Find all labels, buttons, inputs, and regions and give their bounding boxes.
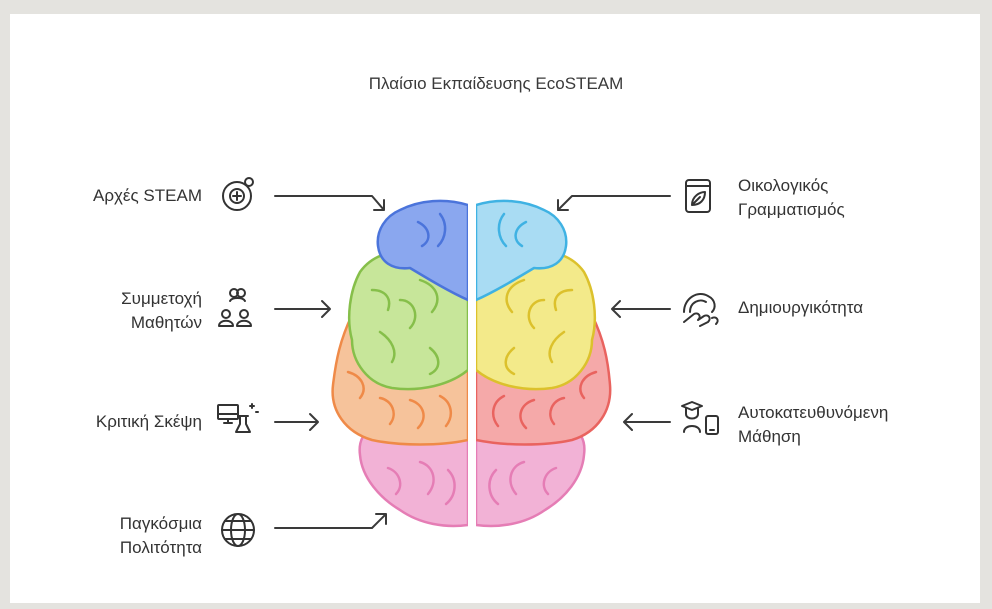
label-line: Συμμετοχή	[121, 289, 202, 308]
arrow-critical-thinking	[274, 413, 319, 431]
label-creativity: Δημιουργικότητα	[738, 296, 863, 320]
label-self-directed-learning: Αυτοκατευθυνόμενη Μάθηση	[738, 401, 888, 449]
label-line: Αρχές STEAM	[93, 186, 202, 205]
label-line: Γραμματισμός	[738, 200, 845, 219]
label-line: Πολιτότητα	[119, 538, 202, 557]
arrow-creativity	[611, 300, 671, 318]
label-student-participation: Συμμετοχή Μαθητών	[121, 287, 202, 335]
diagram-title: Πλαίσιο Εκπαίδευσης EcoSTEAM	[368, 74, 624, 93]
computer-flask-icon	[217, 403, 259, 433]
label-line: Κριτική Σκέψη	[95, 412, 202, 431]
steam-principles-icon	[222, 177, 254, 211]
students-icon	[218, 288, 252, 327]
eco-book-icon	[685, 179, 711, 213]
globe-icon	[221, 513, 255, 547]
label-eco-literacy: Οικολογικός Γραμματισμός	[738, 174, 845, 222]
label-global-citizenship: Παγκόσμια Πολιτότητα	[120, 512, 202, 560]
label-line: Δημιουργικότητα	[738, 298, 864, 317]
label-line: Μάθηση	[738, 427, 801, 446]
label-line: Αυτοκατευθυνόμενη	[738, 403, 889, 422]
label-line: Οικολογικός	[738, 176, 829, 195]
arrow-global-citizenship	[274, 513, 387, 529]
label-line: Παγκόσμια	[119, 514, 202, 533]
learner-device-icon	[681, 401, 719, 435]
arrow-eco-literacy	[557, 195, 671, 211]
arrow-self-directed-learning	[623, 413, 671, 431]
arrow-student-participation	[274, 300, 331, 318]
label-steam-principles: Αρχές STEAM	[93, 184, 202, 208]
rainbow-hand-icon	[683, 293, 719, 327]
arrow-steam-principles	[274, 195, 385, 211]
label-line: Μαθητών	[130, 313, 202, 332]
label-critical-thinking: Κριτική Σκέψη	[96, 410, 202, 434]
